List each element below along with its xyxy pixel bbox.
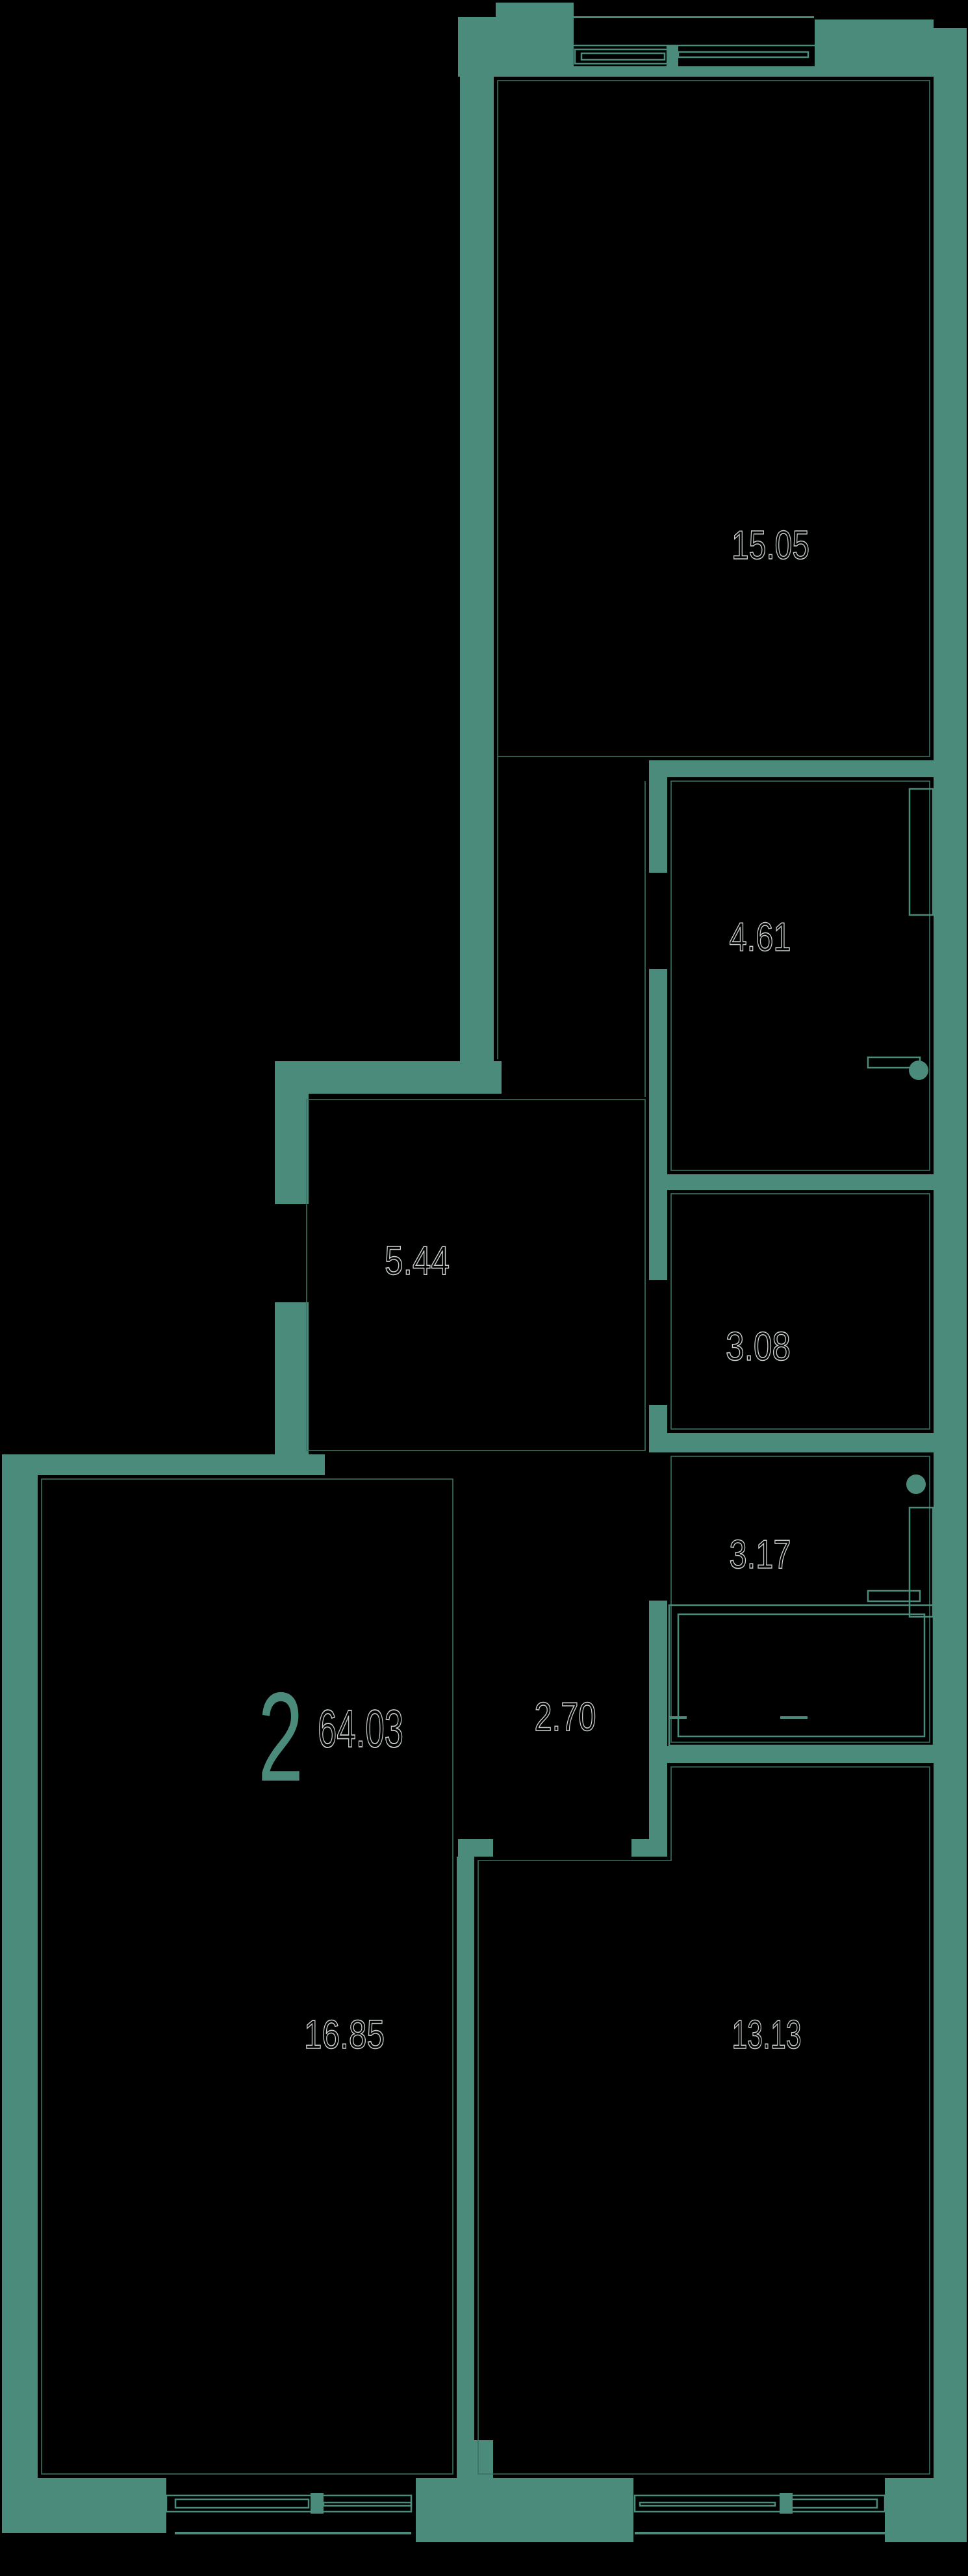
label-area-living: 16.85 <box>304 2013 385 2057</box>
bedroom-window-mullion <box>780 2493 793 2514</box>
wall-hall-top <box>275 1061 502 1094</box>
wall-top-window-sill <box>567 66 823 77</box>
top-window-frame <box>566 44 824 69</box>
wall-hall-left-a <box>275 1094 309 1204</box>
wall-right-outer <box>934 28 967 2542</box>
edge-wardrobe <box>670 780 930 1171</box>
bathtub-inner-icon <box>677 1613 926 1738</box>
wall-living-top <box>2 1454 325 1475</box>
label-area-hall: 5.44 <box>385 1239 450 1283</box>
labels: 15.05 4.61 5.44 3.08 3.17 2.70 16.85 13.… <box>258 522 810 2058</box>
living-window-frame <box>165 2494 413 2513</box>
riser-pipe-icon <box>909 1061 928 1080</box>
wall-bedroom-top-stub <box>631 1839 667 1857</box>
walls <box>2 3 967 2542</box>
wall-top-tab <box>496 3 574 18</box>
wall-div-bottom-tip <box>457 2440 493 2478</box>
label-area-wardrobe: 4.61 <box>730 915 791 960</box>
edge-bath <box>670 1456 930 1743</box>
bedroom-window-sash-2 <box>790 2498 878 2509</box>
wall-top-right-corner <box>815 19 934 77</box>
wall-div-living-bedroom <box>457 1857 474 2440</box>
bedroom-window-frame <box>633 2494 886 2513</box>
edge-bedroom <box>478 1766 930 2475</box>
windows <box>165 16 886 2534</box>
edge-wc <box>670 1193 930 1430</box>
wall-wardrobe-left-b <box>649 969 667 1174</box>
label-area-top-room: 15.05 <box>732 523 809 568</box>
edge-room-top <box>497 80 930 757</box>
badge-rooms-count: 2 <box>258 1666 303 1808</box>
fixtures <box>668 788 935 1747</box>
top-window-sash-left <box>574 48 672 65</box>
shelf-bracket-icon <box>867 1590 921 1603</box>
living-window-sash <box>174 2498 310 2509</box>
room-edge-lines <box>41 80 930 2475</box>
label-area-corridor: 2.70 <box>535 1695 596 1740</box>
duct-cabinet-icon <box>908 788 934 916</box>
duct-cabinet-icon <box>908 1506 934 1618</box>
wall-div-wc-bath <box>649 1433 934 1452</box>
wall-wc-left-a <box>649 1190 667 1280</box>
top-window-sash-right <box>677 51 809 58</box>
wall-left-outer <box>2 1475 38 2533</box>
wall-bottom-right <box>885 2478 967 2542</box>
bathtub-icon <box>668 1604 935 1747</box>
wall-div-top-room <box>649 760 934 777</box>
top-window-mullion <box>667 45 678 68</box>
wall-wc-left-b <box>649 1405 667 1433</box>
bathtub-tick-icon <box>780 1716 808 1719</box>
top-window-sash-left-inner <box>580 52 666 61</box>
balcony-edge-line <box>574 16 814 18</box>
living-window-mullion <box>311 2493 324 2514</box>
bedroom-window-sash <box>639 2501 776 2507</box>
edge-living <box>41 1478 453 2475</box>
living-window-sill-line <box>175 2532 411 2534</box>
bathtub-tick-icon <box>670 1716 687 1719</box>
wall-top-left-corner <box>458 17 574 77</box>
wall-bottom-center-pier <box>416 2478 633 2542</box>
edge-hall <box>306 1099 646 1451</box>
wall-wardrobe-left-a <box>649 777 667 873</box>
wall-div-wardrobe-wc <box>649 1174 934 1190</box>
riser-pipe-icon <box>906 1475 926 1494</box>
label-area-bedroom: 13.13 <box>732 2013 802 2057</box>
living-window-sash-2 <box>322 2501 413 2507</box>
label-area-bath: 3.17 <box>730 1532 791 1577</box>
wall-bottom-left <box>2 2478 166 2533</box>
wall-bath-left <box>649 1601 667 1763</box>
label-area-wc: 3.08 <box>726 1324 791 1369</box>
wall-bath-bottom <box>649 1746 934 1763</box>
badge-total-area: 64.03 <box>318 1699 403 1758</box>
wall-hall-left-b <box>275 1302 309 1475</box>
wall-bedroom-top-left <box>458 1839 493 1857</box>
bedroom-window-sill-line <box>635 2532 885 2534</box>
wall-left-upper <box>460 77 494 1063</box>
